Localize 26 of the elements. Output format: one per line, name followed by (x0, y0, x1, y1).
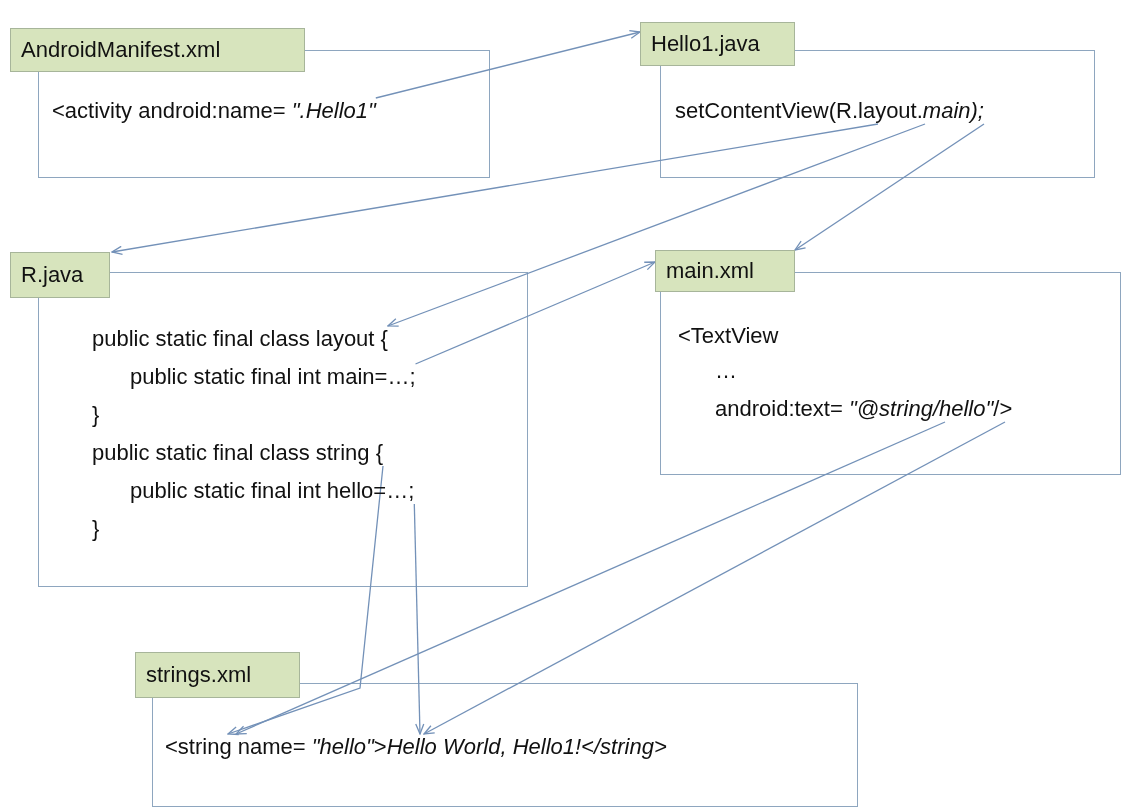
arrow (414, 261, 656, 365)
filename-tab: main.xml (655, 250, 795, 292)
arrow (413, 503, 425, 735)
filename-tab: AndroidManifest.xml (10, 28, 305, 72)
code-line: <activity android:name= ".Hello1" (52, 98, 376, 124)
code-line: public static final class layout { (92, 326, 388, 352)
code-line: public static final class string { (92, 440, 384, 466)
arrow (375, 29, 641, 99)
code-line: android:text= "@string/hello"/> (715, 396, 1013, 422)
arrow (423, 421, 1006, 735)
code-line: } (92, 516, 100, 542)
arrow (387, 123, 926, 327)
code-line: public static final int main=…; (130, 364, 416, 390)
arrow (235, 421, 946, 735)
filename-tab: R.java (10, 252, 110, 298)
code-line: setContentView(R.layout.main); (675, 98, 984, 124)
code-line: <TextView (678, 323, 779, 349)
code-line: public static final int hello=…; (130, 478, 415, 504)
code-line: <string name= "hello">Hello World, Hello1!</string> (165, 734, 667, 760)
arrow (794, 123, 985, 251)
code-line: } (92, 402, 100, 428)
filename-tab: strings.xml (135, 652, 300, 698)
filename-tab: Hello1.java (640, 22, 795, 66)
code-line: … (715, 358, 737, 384)
arrow (227, 465, 384, 736)
arrow (111, 123, 879, 255)
